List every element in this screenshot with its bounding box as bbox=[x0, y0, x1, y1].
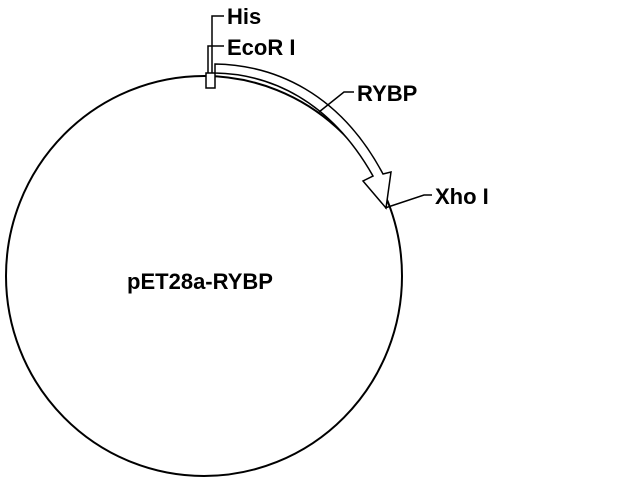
his-label: His bbox=[227, 4, 261, 29]
rybp-leader-line bbox=[318, 91, 354, 113]
his-leader-line bbox=[211, 15, 224, 73]
his-tag-box bbox=[205, 72, 216, 89]
plasmid-name: pET28a-RYBP bbox=[127, 269, 273, 294]
plasmid-backbone bbox=[5, 75, 403, 477]
rybp-label: RYBP bbox=[357, 81, 417, 106]
xhoi-label: Xho I bbox=[435, 184, 489, 209]
rybp-insert-arrow bbox=[214, 63, 392, 210]
ecori-label: EcoR I bbox=[227, 35, 295, 60]
ecori-leader-line bbox=[207, 45, 224, 73]
xhoi-leader-line bbox=[384, 194, 432, 209]
